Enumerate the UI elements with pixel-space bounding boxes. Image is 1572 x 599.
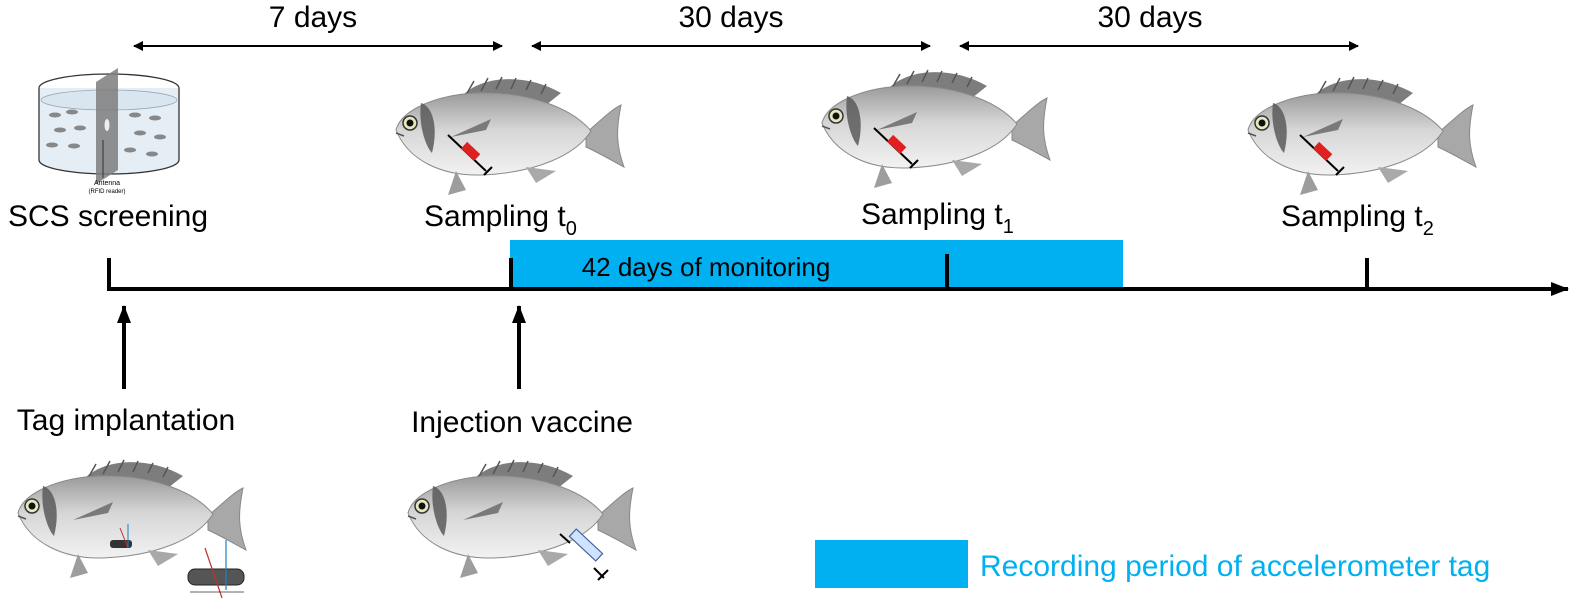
duration-label-7-days: 7 days — [269, 1, 357, 34]
subscript: 0 — [566, 218, 577, 240]
legend-label: Recording period of accelerometer tag — [980, 550, 1490, 583]
stage-label-sampling-t0: Sampling t0 — [424, 200, 577, 240]
event-label-injection-vaccine: Injection vaccine — [411, 406, 633, 439]
fish-icon — [821, 69, 1051, 189]
subscript: 1 — [1003, 216, 1014, 238]
stage-label-sampling-t2: Sampling t2 — [1281, 200, 1434, 240]
fish-icon — [407, 459, 637, 581]
accelerometer-tag-icon — [110, 524, 245, 599]
legend-swatch — [815, 540, 968, 588]
event-label-tag-implantation: Tag implantation — [17, 404, 235, 437]
fish-icon — [17, 459, 247, 579]
monitoring-period-bar — [510, 240, 1123, 287]
stage-label-scs-screening: SCS screening — [8, 200, 208, 233]
antenna-label: Antenna — [94, 180, 120, 187]
tank-icon: Antenna (RFID reader) — [38, 68, 180, 195]
duration-label-30-days-2: 30 days — [1097, 1, 1202, 34]
subscript: 2 — [1423, 218, 1434, 240]
monitoring-period-label: 42 days of monitoring — [582, 252, 831, 282]
fish-icon — [395, 76, 625, 196]
duration-label-30-days-1: 30 days — [678, 1, 783, 34]
fish-icon — [1247, 76, 1477, 196]
stage-label-sampling-t1: Sampling t1 — [861, 198, 1014, 238]
rfid-reader-label: (RFID reader) — [88, 189, 125, 195]
